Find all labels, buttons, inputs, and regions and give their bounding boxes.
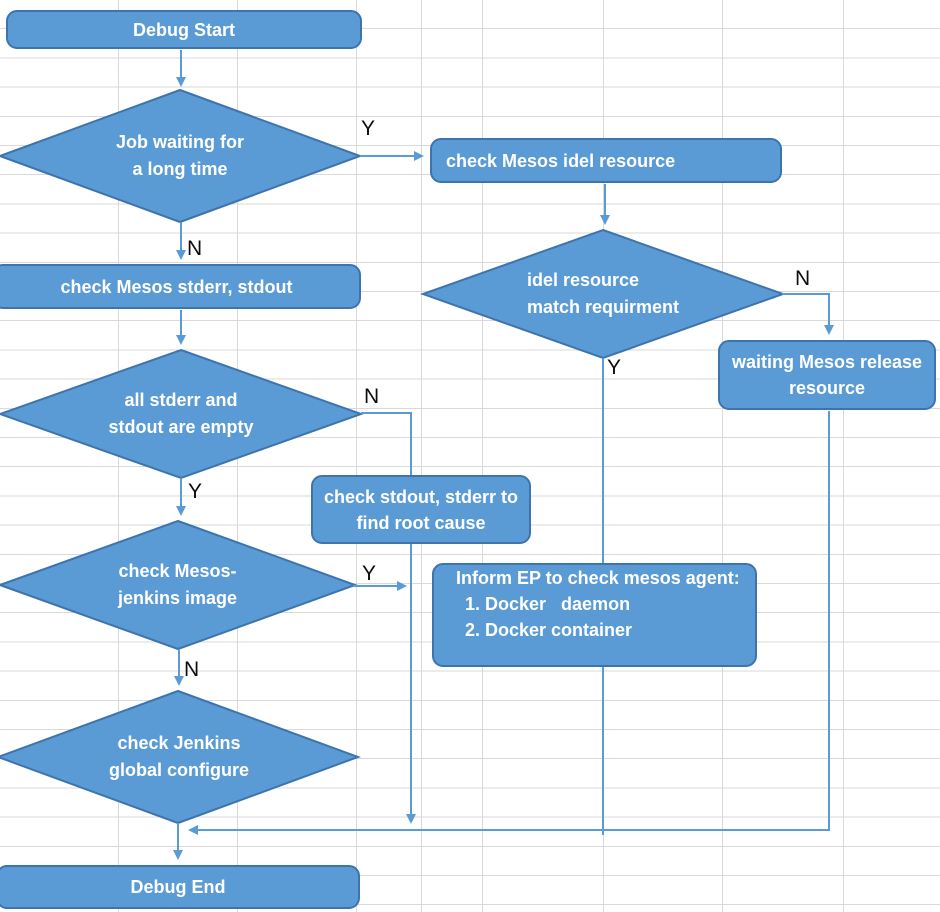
grid-column-line [843, 0, 844, 912]
node-waiting-release-line: waiting Mesos release [731, 352, 923, 372]
diamond-mesos-jenkins [0, 519, 358, 651]
node-inform-ep: Inform EP to check mesos agent: 1. Docke… [432, 563, 757, 667]
node-inform-ep-line: Inform EP to check mesos agent: [456, 568, 740, 588]
node-check-mesos-idel-label: check Mesos idel resource [446, 150, 676, 171]
node-inform-ep-line: 2. Docker container [465, 620, 633, 640]
edge-label-idel-resource-y: Y [607, 356, 622, 379]
edge-label-mesos-jenkins-y: Y [362, 562, 377, 585]
node-check-stdout-line: check stdout, stderr to [323, 486, 519, 507]
node-inform-ep-line: 1. Docker daemon [465, 594, 631, 614]
edge-label-all-stderr-y: Y [188, 480, 203, 503]
node-check-mesos-stderr-stdout: check Mesos stderr, stdout [0, 264, 361, 309]
connector-idel-resource-n [782, 293, 834, 335]
grid-column-line [722, 0, 723, 912]
node-debug-end: Debug End [0, 865, 360, 909]
node-check-stdout-line: find root cause [356, 512, 486, 533]
grid-column-line [482, 0, 483, 912]
diamond-jenkins-global [0, 689, 361, 825]
grid-column-line [421, 0, 422, 912]
edge-label-mesos-jenkins-n: N [184, 658, 200, 681]
edge-label-all-stderr-n: N [364, 385, 380, 408]
node-check-mesos-idel-resource: check Mesos idel resource [430, 138, 782, 183]
node-check-mesos-stderr-label: check Mesos stderr, stdout [60, 276, 293, 297]
node-debug-start: Debug Start [6, 10, 362, 49]
edge-label-job-waiting-n: N [187, 237, 203, 260]
node-debug-start-label: Debug Start [132, 19, 235, 40]
diamond-all-stderr [0, 348, 364, 480]
diamond-idel-resource [420, 228, 786, 360]
diamond-job-waiting [0, 88, 363, 224]
edge-label-job-waiting-y: Y [361, 117, 376, 140]
node-waiting-release-line: resource [788, 378, 866, 398]
connector-all-stderr-n [361, 412, 416, 824]
grid-column-line [356, 0, 357, 912]
node-debug-end-label: Debug End [130, 877, 226, 897]
connector-waiting-release-to-merge [188, 411, 830, 835]
node-check-stdout-stderr: check stdout, stderr to find root cause [311, 475, 531, 544]
node-waiting-mesos-release: waiting Mesos release resource [718, 340, 936, 410]
edge-label-idel-resource-n: N [795, 267, 811, 290]
